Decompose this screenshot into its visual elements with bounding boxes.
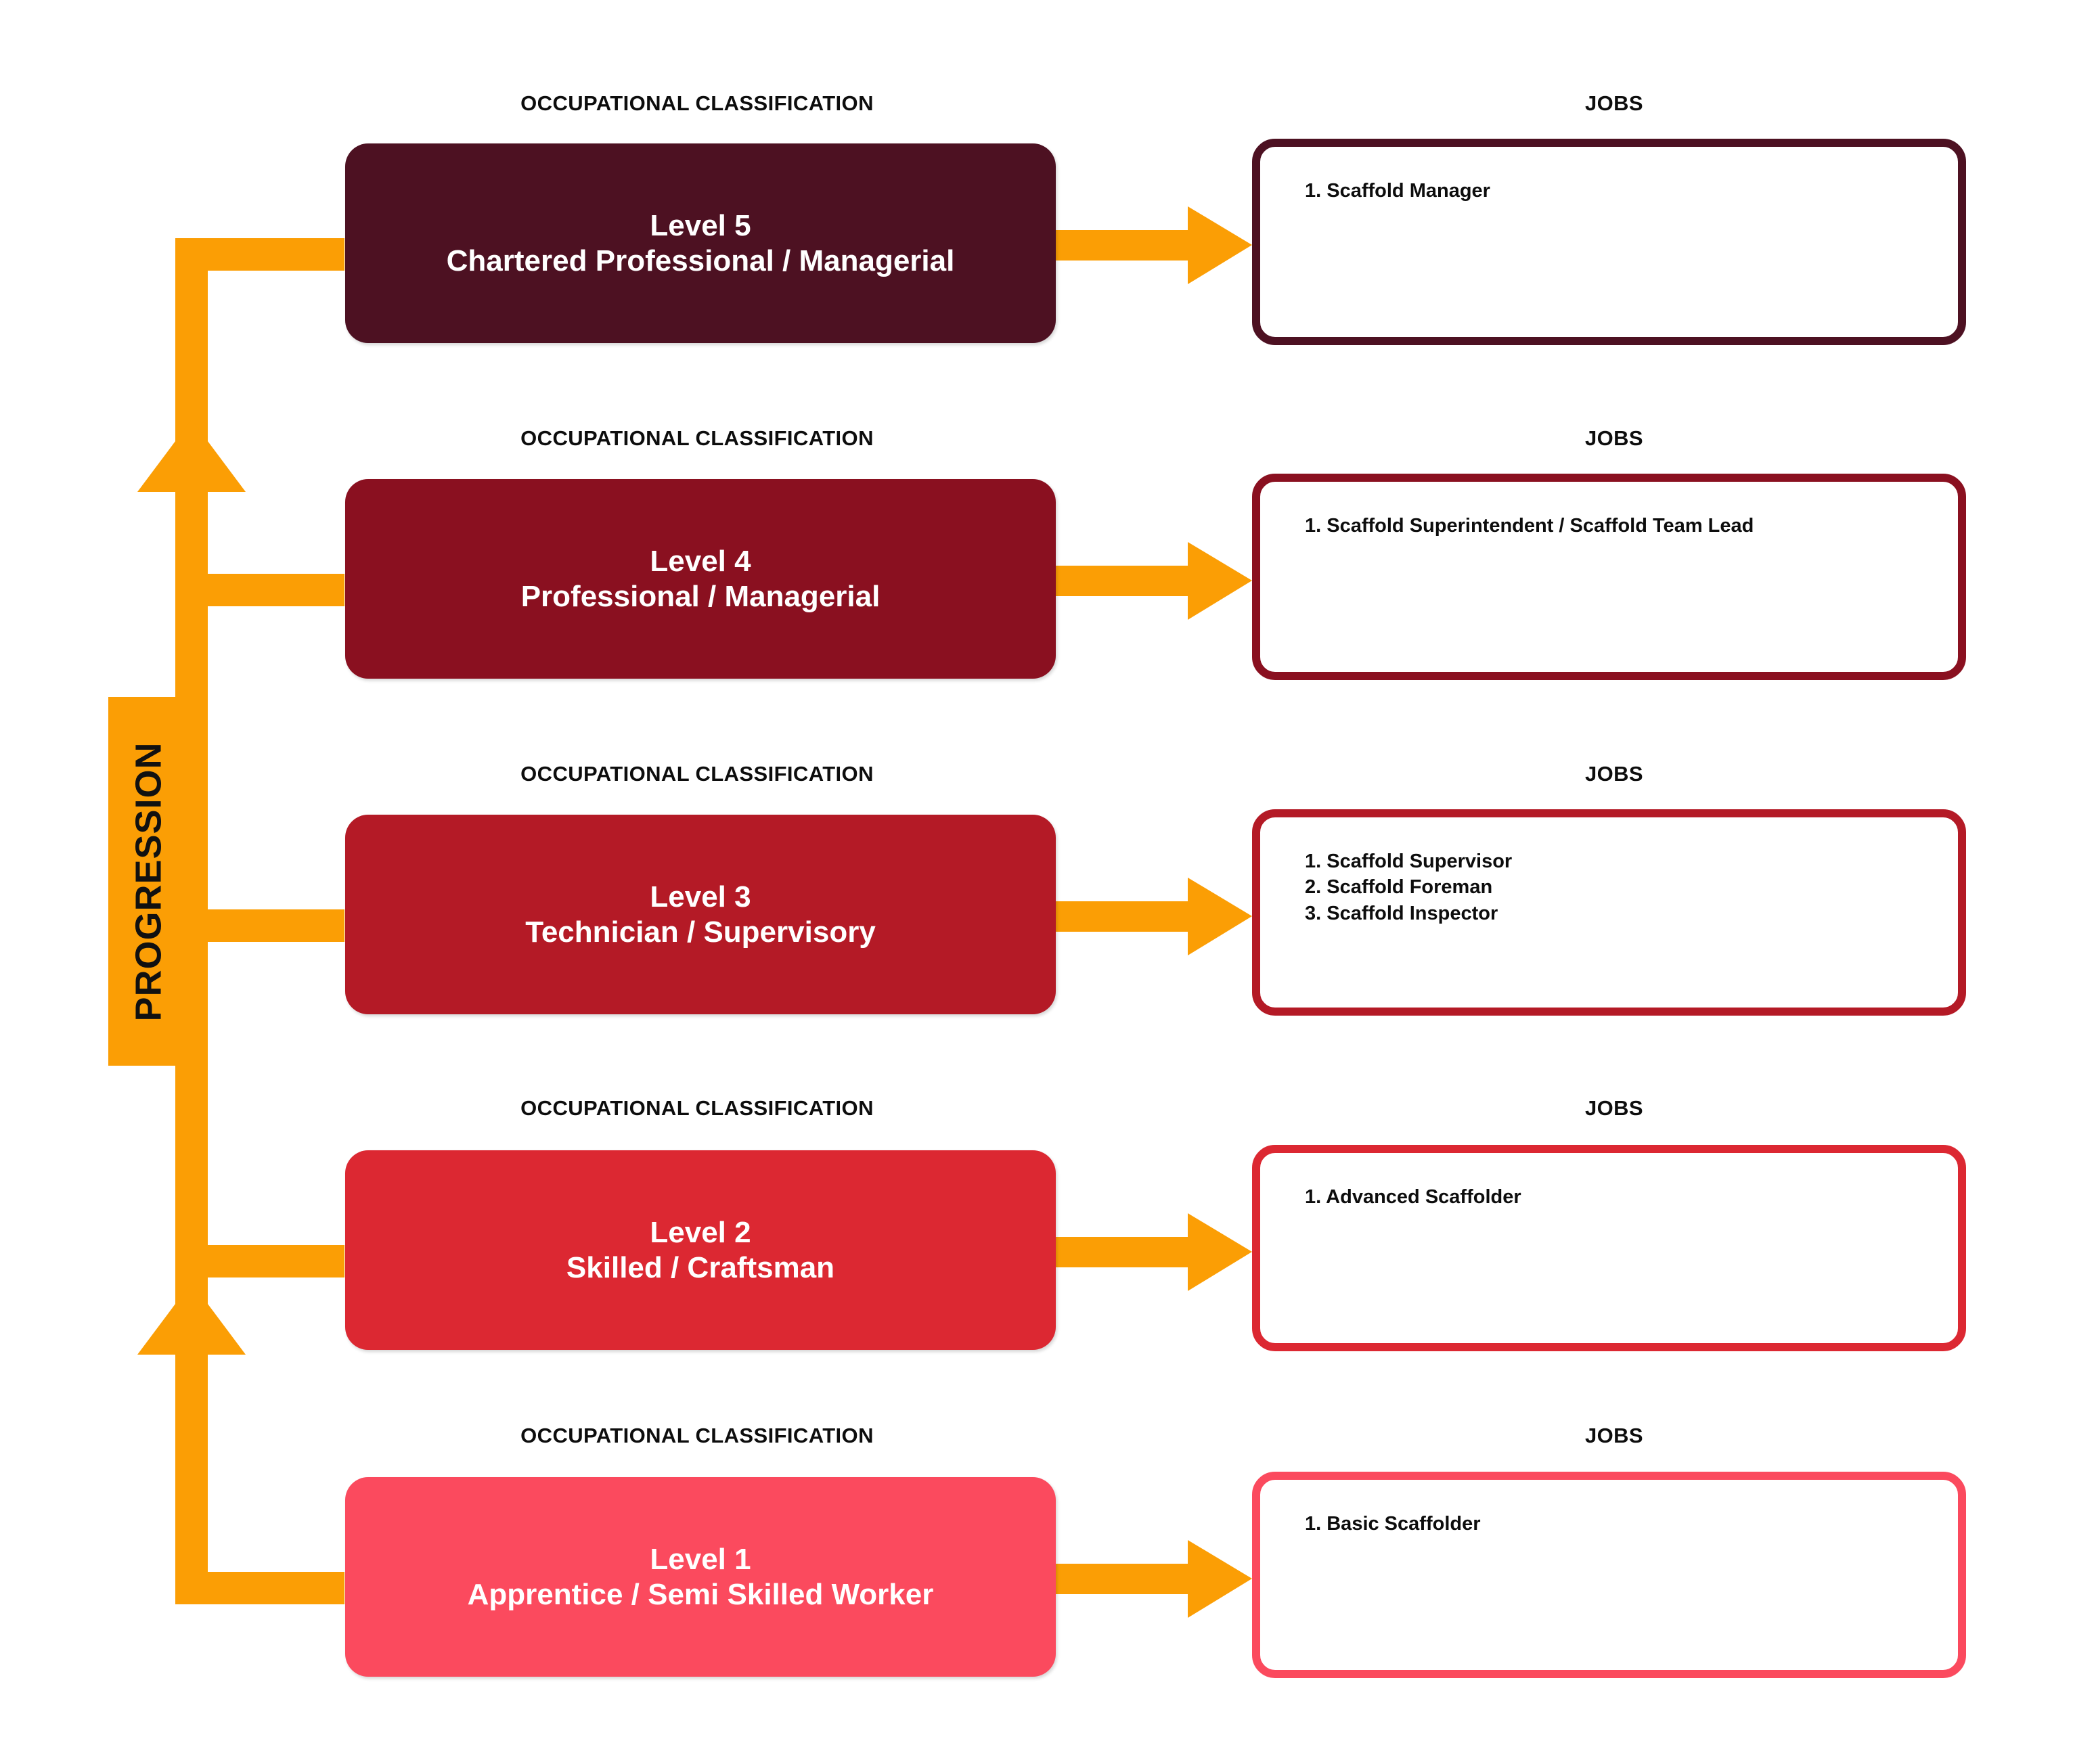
level-title-1: Level 1 [650, 1542, 751, 1576]
column-header-occupational-classification-row4: OCCUPATIONAL CLASSIFICATION [520, 1096, 874, 1120]
jobs-box-1[interactable]: 1. Basic Scaffolder [1252, 1472, 1966, 1678]
level-title-5: Level 5 [650, 208, 751, 242]
level-box-3[interactable]: Level 3 Technician / Supervisory [345, 815, 1056, 1014]
column-header-occupational-classification-row3: OCCUPATIONAL CLASSIFICATION [520, 762, 874, 786]
column-header-occupational-classification-row2: OCCUPATIONAL CLASSIFICATION [520, 426, 874, 450]
level-box-2[interactable]: Level 2 Skilled / Craftsman [345, 1150, 1056, 1350]
jobs-box-3[interactable]: 1. Scaffold Supervisor 2. Scaffold Forem… [1252, 809, 1966, 1016]
level-subtitle-2: Skilled / Craftsman [566, 1250, 835, 1284]
jobs-box-5[interactable]: 1. Scaffold Manager [1252, 139, 1966, 345]
jobs-box-4[interactable]: 1. Scaffold Superintendent / Scaffold Te… [1252, 474, 1966, 680]
column-header-jobs-row5: JOBS [1584, 1424, 1644, 1447]
level-box-5[interactable]: Level 5 Chartered Professional / Manager… [345, 143, 1056, 343]
column-header-jobs-row1: JOBS [1584, 91, 1644, 115]
column-header-occupational-classification-row5: OCCUPATIONAL CLASSIFICATION [520, 1424, 874, 1447]
jobs-box-2[interactable]: 1. Advanced Scaffolder [1252, 1145, 1966, 1351]
job-item: 1. Scaffold Supervisor [1305, 851, 1513, 872]
level-subtitle-1: Apprentice / Semi Skilled Worker [467, 1577, 934, 1611]
column-header-jobs-row4: JOBS [1584, 1096, 1644, 1120]
progression-label-bar: PROGRESSION [108, 697, 190, 1066]
level-box-4[interactable]: Level 4 Professional / Managerial [345, 479, 1056, 679]
column-header-jobs-row2: JOBS [1584, 426, 1644, 450]
progression-label-text: PROGRESSION [129, 741, 170, 1022]
level-title-2: Level 2 [650, 1215, 751, 1249]
level-subtitle-3: Technician / Supervisory [525, 915, 876, 949]
job-item: 3. Scaffold Inspector [1305, 902, 1498, 924]
column-header-occupational-classification-row1: OCCUPATIONAL CLASSIFICATION [520, 91, 874, 115]
job-item: 1. Basic Scaffolder [1305, 1513, 1481, 1535]
level-subtitle-4: Professional / Managerial [520, 579, 881, 613]
level-subtitle-5: Chartered Professional / Managerial [446, 244, 955, 277]
level-title-4: Level 4 [650, 544, 751, 578]
level-box-1[interactable]: Level 1 Apprentice / Semi Skilled Worker [345, 1477, 1056, 1677]
level-title-3: Level 3 [650, 880, 751, 913]
job-item: 1. Scaffold Superintendent / Scaffold Te… [1305, 515, 1754, 537]
job-item: 2. Scaffold Foreman [1305, 876, 1493, 899]
column-header-jobs-row3: JOBS [1584, 762, 1644, 786]
job-item: 1. Scaffold Manager [1305, 180, 1490, 202]
job-item: 1. Advanced Scaffolder [1305, 1186, 1521, 1208]
